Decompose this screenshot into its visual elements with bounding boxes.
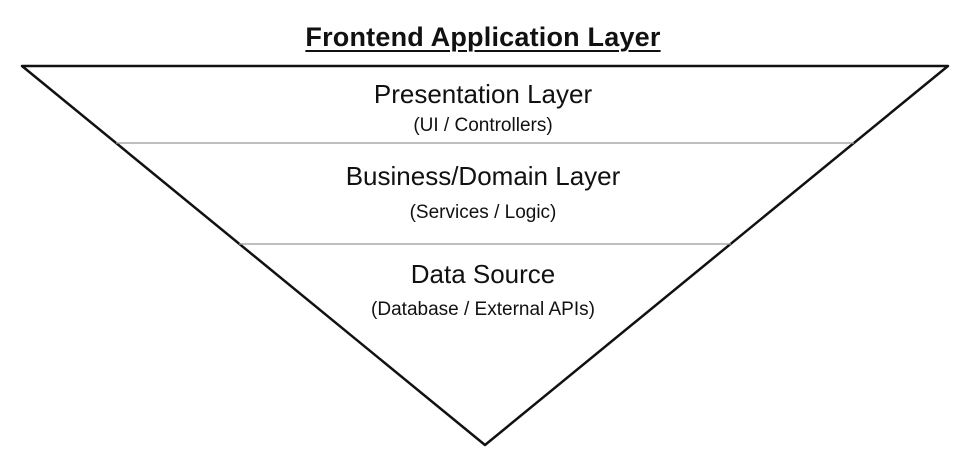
layer-presentation-label: Presentation Layer	[373, 79, 593, 109]
layer-business-label: Business/Domain Layer	[345, 161, 621, 191]
diagram-title: Frontend Application Layer	[305, 22, 661, 52]
layer-business-sublabel: (Services / Logic)	[409, 202, 557, 223]
layer-datasource-sublabel: (Database / External APIs)	[371, 299, 595, 320]
pyramid-outline	[20, 64, 950, 447]
layer-presentation-sublabel: (UI / Controllers)	[413, 115, 553, 136]
layer-datasource-label: Data Source	[410, 259, 556, 289]
